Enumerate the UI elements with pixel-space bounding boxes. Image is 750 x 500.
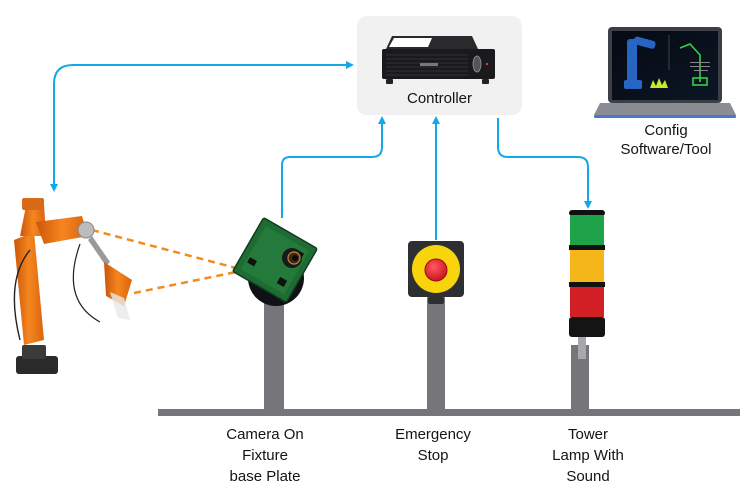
camera-icon <box>232 217 318 306</box>
estop-label-line: Emergency <box>395 426 471 443</box>
tower-lamp-label: Tower Lamp With Sound <box>528 424 648 487</box>
controller-box-icon <box>382 36 495 84</box>
camera-post <box>264 300 284 410</box>
config-software-label: Config Software/Tool <box>596 121 736 159</box>
config-label-line: Software/Tool <box>620 141 712 158</box>
camera-label-line: base Plate <box>229 468 301 485</box>
camera-label: Camera On Fixture base Plate <box>205 424 325 487</box>
tower-post <box>571 345 589 410</box>
laptop-icon <box>594 27 736 118</box>
connector-controller-robot <box>50 61 354 192</box>
connector-controller-tower <box>497 118 592 209</box>
tower-label-line: Tower <box>567 426 608 443</box>
robot-arm-icon <box>13 198 132 374</box>
controller-label: Controller <box>406 90 473 107</box>
camera-field-of-view <box>91 228 237 295</box>
tower-label-line: Lamp With <box>552 447 624 464</box>
camera-label-line: Fixture <box>242 447 288 464</box>
emergency-stop-label: Emergency Stop <box>373 424 493 466</box>
tower-lamp-green <box>570 215 604 245</box>
camera-label-line: Camera On <box>226 426 304 443</box>
connector-camera-controller <box>281 116 386 218</box>
tower-lamp-icon <box>569 210 605 359</box>
base-rail <box>158 409 740 416</box>
emergency-stop-icon <box>408 241 464 304</box>
estop-label-line: Stop <box>417 447 449 464</box>
tower-label-line: Sound <box>566 468 610 485</box>
tower-lamp-amber <box>570 250 604 282</box>
tower-lamp-red <box>570 287 604 317</box>
estop-post <box>427 296 445 410</box>
config-label-line: Config <box>644 122 688 139</box>
